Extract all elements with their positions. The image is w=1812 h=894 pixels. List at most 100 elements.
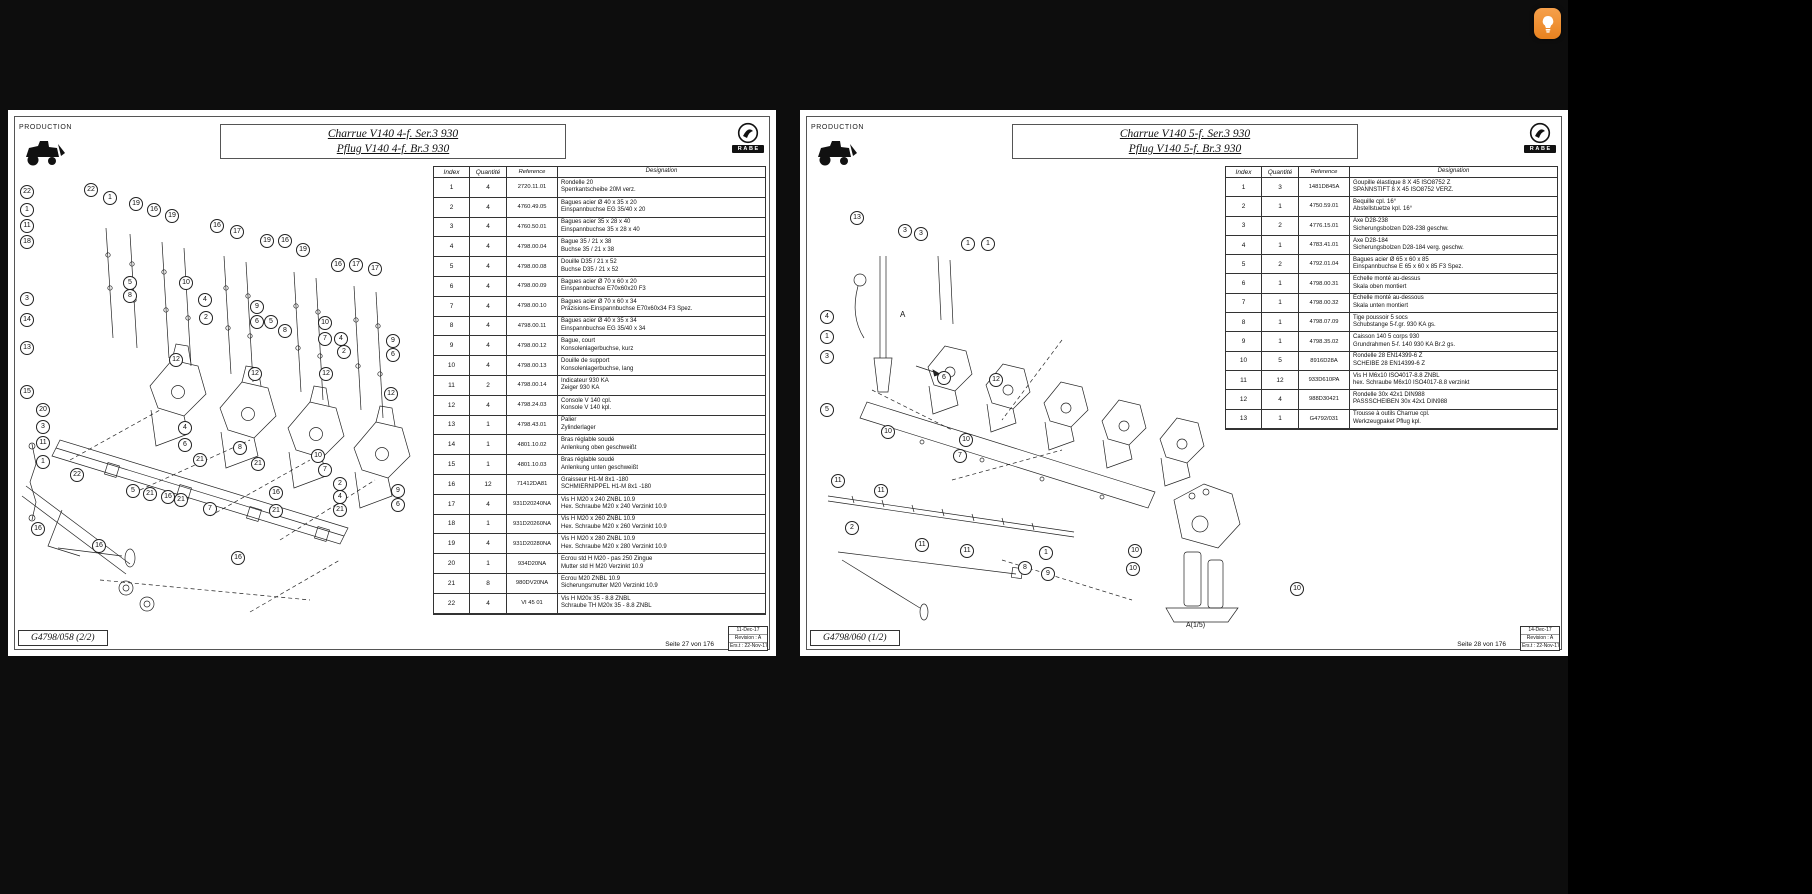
cell-quantity: 2 <box>470 375 507 395</box>
cell-index: 6 <box>1226 274 1262 293</box>
cell-reference: 4798.00.32 <box>1299 293 1350 313</box>
cell-index: 8 <box>434 316 470 336</box>
brand-wordmark: RABE <box>1524 145 1556 153</box>
tractor-logo-icon <box>22 138 66 168</box>
background-strip <box>1568 0 1812 894</box>
stamp-date: 11-Dec-17 <box>729 627 767 635</box>
cell-quantity: 1 <box>470 455 507 474</box>
cell-reference: 4760.49.05 <box>507 197 558 217</box>
page-number: Seite 28 von 176 <box>1457 641 1506 648</box>
cell-reference: G4792/031 <box>1299 409 1350 428</box>
cell-reference: 4783.41.01 <box>1299 235 1350 255</box>
support-stand <box>853 256 893 393</box>
exploded-diagram <box>827 255 1241 623</box>
cell-reference: 4760.50.01 <box>507 217 558 237</box>
cell-index: 2 <box>1226 197 1262 216</box>
brand-wordmark: RABE <box>732 145 764 153</box>
cell-quantity: 1 <box>1262 274 1299 293</box>
document-page-left: PRODUCTION Charrue V140 4-f. Ser.3 930 P… <box>8 110 776 656</box>
cell-reference: 4792.01.04 <box>1299 255 1350 274</box>
title-box: Charrue V140 5-f. Ser.3 930 Pflug V140 5… <box>1012 124 1358 159</box>
cell-quantity: 5 <box>1262 351 1299 370</box>
cell-reference: 4801.10.03 <box>507 455 558 474</box>
cell-quantity: 1 <box>1262 235 1299 255</box>
cell-reference: 980DV20NA <box>507 573 558 593</box>
document-page-right: PRODUCTION Charrue V140 5-f. Ser.3 930 P… <box>800 110 1568 656</box>
cell-index: 12 <box>1226 390 1262 409</box>
cell-quantity: 1 <box>470 554 507 573</box>
tie-bar <box>827 495 1075 538</box>
cell-designation: Console V 140 cpl.Konsole V 140 kpl. <box>561 397 612 412</box>
cell-index: 9 <box>434 336 470 356</box>
cell-quantity: 4 <box>470 534 507 554</box>
tractor-logo-icon <box>814 138 858 168</box>
brand-logo: RABE <box>732 122 764 153</box>
cell-index: 5 <box>1226 255 1262 274</box>
cell-index: 10 <box>434 356 470 375</box>
brand-emblem-icon <box>737 122 759 144</box>
cell-quantity: 4 <box>1262 390 1299 409</box>
cell-reference: 2720.11.01 <box>507 178 558 197</box>
cell-index: 18 <box>434 514 470 534</box>
cell-quantity: 4 <box>470 356 507 375</box>
cell-quantity: 4 <box>470 237 507 257</box>
cell-reference: 4798.24.03 <box>507 395 558 415</box>
table-header: Index Quantité Reference Designation <box>434 167 765 178</box>
cell-quantity: 1 <box>1262 409 1299 428</box>
cell-index: 7 <box>434 296 470 316</box>
lightbulb-icon[interactable] <box>1534 8 1561 39</box>
cell-reference: 4798.00.04 <box>507 237 558 257</box>
lightbulb-glyph <box>1542 15 1553 33</box>
cell-reference: 988D30421 <box>1299 390 1350 409</box>
cell-index: 19 <box>434 534 470 554</box>
cell-quantity: 4 <box>470 197 507 217</box>
cell-reference: 71412DA81 <box>507 474 558 494</box>
cell-quantity: 2 <box>1262 216 1299 235</box>
brand-emblem-icon <box>1529 122 1551 144</box>
page-title-fr: Charrue V140 4-f. Ser.3 930 <box>327 128 459 140</box>
page-title-fr: Charrue V140 5-f. Ser.3 930 <box>1119 128 1251 140</box>
cell-quantity: 8 <box>470 573 507 593</box>
cell-quantity: 2 <box>1262 255 1299 274</box>
stamp-revision: Revision : A <box>729 635 767 643</box>
cell-index: 4 <box>1226 235 1262 255</box>
